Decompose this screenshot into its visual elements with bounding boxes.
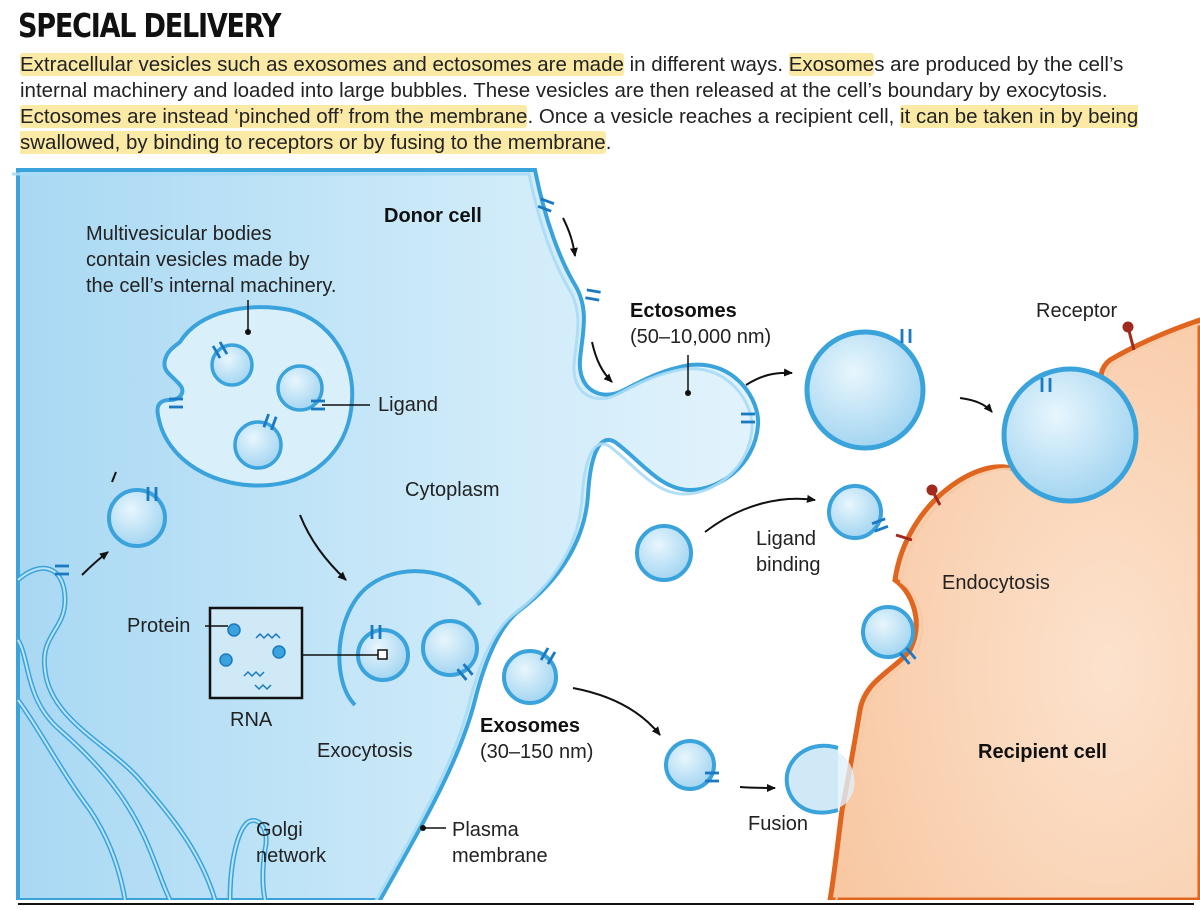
label-mvb-3: the cell’s internal machinery.	[86, 275, 337, 297]
intro-text-4: .	[605, 131, 612, 154]
label-fusion: Fusion	[748, 813, 808, 835]
exosome-travel	[502, 646, 721, 791]
arrow-mvb-to-membrane	[299, 514, 347, 581]
label-exosomes: Exosomes	[480, 715, 580, 737]
free-ectosome	[804, 327, 926, 451]
intro-highlight-2: Exosome	[788, 53, 875, 76]
label-plasma-2: membrane	[452, 845, 548, 867]
cargo-inset	[205, 606, 388, 700]
extracellular-vesicles-diagram: Donor cell Multivesicular bodies contain…	[12, 168, 1200, 900]
fusion-vesicle	[784, 743, 855, 815]
arrow-ectosome-bud-2	[591, 341, 613, 383]
label-protein: Protein	[127, 615, 190, 637]
label-exosomes-size: (30–150 nm)	[480, 741, 593, 763]
arrow-ectosome-travel	[745, 368, 793, 386]
label-ligand: Ligand	[378, 394, 438, 416]
ligand-binding-vesicle	[827, 484, 890, 540]
endocytosis-vesicle	[861, 605, 917, 666]
label-golgi-2: network	[256, 845, 327, 867]
free-vesicle-small	[635, 524, 693, 582]
label-golgi-1: Golgi	[256, 819, 303, 841]
label-cytoplasm: Cytoplasm	[405, 479, 499, 501]
arrow-exosome-travel	[572, 687, 661, 736]
label-ligand-binding-1: Ligand	[756, 528, 816, 550]
exocytosis-site	[337, 569, 482, 707]
multivesicular-body	[155, 305, 355, 488]
golgi-network	[15, 565, 269, 900]
intro-highlight-1: Extracellular vesicles such as exosomes …	[20, 53, 624, 76]
label-ligand-binding-2: binding	[756, 554, 821, 576]
label-receptor: Receptor	[1036, 300, 1117, 322]
intro-highlight-3: Ectosomes are instead ‘pinched off’ from…	[20, 105, 528, 128]
label-exocytosis: Exocytosis	[317, 740, 413, 762]
label-endocytosis: Endocytosis	[942, 572, 1050, 594]
bottom-rule	[18, 903, 1194, 905]
figure-title: SPECIAL DELIVERY	[18, 6, 282, 45]
label-donor-cell: Donor cell	[384, 205, 482, 227]
label-mvb-1: Multivesicular bodies	[86, 223, 272, 245]
arrow-to-receptor	[959, 397, 993, 413]
intro-text-1: in different ways.	[623, 53, 789, 76]
arrow-ligand-binding	[704, 494, 816, 533]
intro-text-3: . Once a vesicle reaches a recipient cel…	[527, 105, 901, 128]
label-rna: RNA	[230, 709, 273, 731]
intro-text-2: s are produced by the cell’s internal ma…	[20, 53, 1124, 102]
receptors	[895, 321, 1136, 542]
arrow-vesicle-to-mvb	[111, 471, 117, 483]
arrow-to-fusion	[739, 783, 776, 792]
label-ectosomes: Ectosomes	[630, 300, 737, 322]
label-plasma-1: Plasma	[452, 819, 520, 841]
label-recipient-cell: Recipient cell	[978, 741, 1107, 763]
arrow-golgi-to-vesicle	[81, 551, 109, 576]
arrow-ectosome-bud-1	[562, 217, 578, 257]
label-mvb-2: contain vesicles made by	[86, 249, 309, 271]
intro-paragraph: Extracellular vesicles such as exosomes …	[20, 52, 1190, 156]
label-ectosomes-size: (50–10,000 nm)	[630, 326, 771, 348]
golgi-vesicle	[107, 485, 167, 548]
receptor-vesicle	[1001, 366, 1139, 504]
